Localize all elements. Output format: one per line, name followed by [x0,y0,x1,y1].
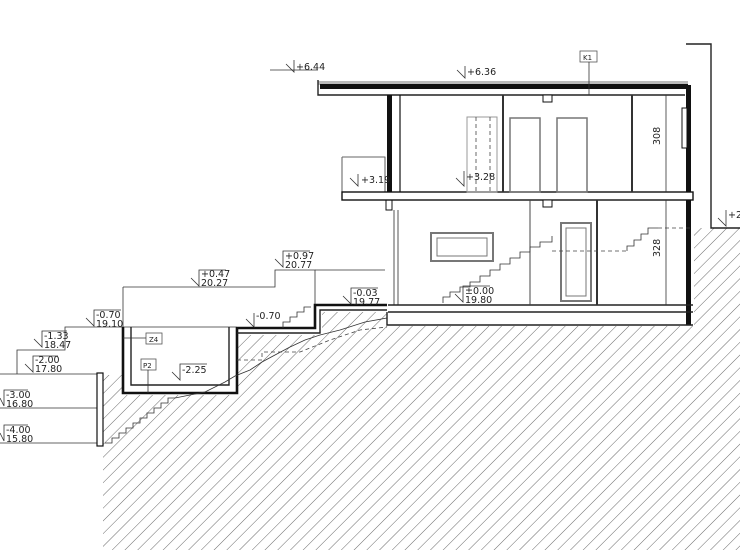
svg-text:+3.19: +3.19 [361,175,390,186]
house [317,43,740,326]
svg-text:-2.00: -2.00 [35,355,60,366]
level-marker: +6.44 [285,60,325,73]
svg-text:15.80: 15.80 [6,434,33,445]
dimensions: 308 328 [652,95,667,305]
svg-text:19.10: 19.10 [96,319,123,330]
svg-text:+6.44: +6.44 [296,62,325,73]
svg-text:-0.03: -0.03 [353,288,378,299]
dim-lower-height: 328 [652,239,663,257]
svg-text:-2.25: -2.25 [182,365,207,376]
svg-text:16.80: 16.80 [6,399,33,410]
tag-z4: Z4 [149,336,159,344]
svg-text:-0.70: -0.70 [96,310,121,321]
svg-text:-4.00: -4.00 [6,425,31,436]
level-marker: +2 [717,210,740,227]
level-marker: +6.36 [456,66,496,79]
svg-text:+3.28: +3.28 [466,172,495,183]
level-marker: +3.28 [455,171,495,187]
svg-text:+2: +2 [728,210,740,221]
tag-k1: K1 [583,54,592,62]
svg-text:+6.36: +6.36 [467,67,496,78]
svg-text:20.77: 20.77 [285,260,312,271]
svg-text:-1.33: -1.33 [44,331,69,342]
svg-text:-3.00: -3.00 [6,390,31,401]
level-marker: -0.70 [245,311,281,328]
svg-text:20.27: 20.27 [201,278,228,289]
retaining-wall [96,372,104,447]
soil-hatch [103,228,740,550]
dim-upper-height: 308 [652,127,663,145]
tag-p2: P2 [143,362,152,370]
svg-text:19.77: 19.77 [353,297,380,308]
svg-text:+0.47: +0.47 [201,269,230,280]
svg-text:+0.97: +0.97 [285,251,314,262]
tags: K1 Z4 P2 [123,50,598,393]
svg-text:18.47: 18.47 [44,340,71,351]
svg-text:19.80: 19.80 [465,295,492,306]
level-lines [0,69,386,444]
level-marker: -2.25 [171,363,207,381]
pool [121,327,239,395]
svg-text:-0.70: -0.70 [256,311,281,322]
svg-text:±0.00: ±0.00 [465,286,494,297]
terrace [105,303,388,444]
svg-text:17.80: 17.80 [35,364,62,375]
level-marker: +3.19 [349,174,390,187]
